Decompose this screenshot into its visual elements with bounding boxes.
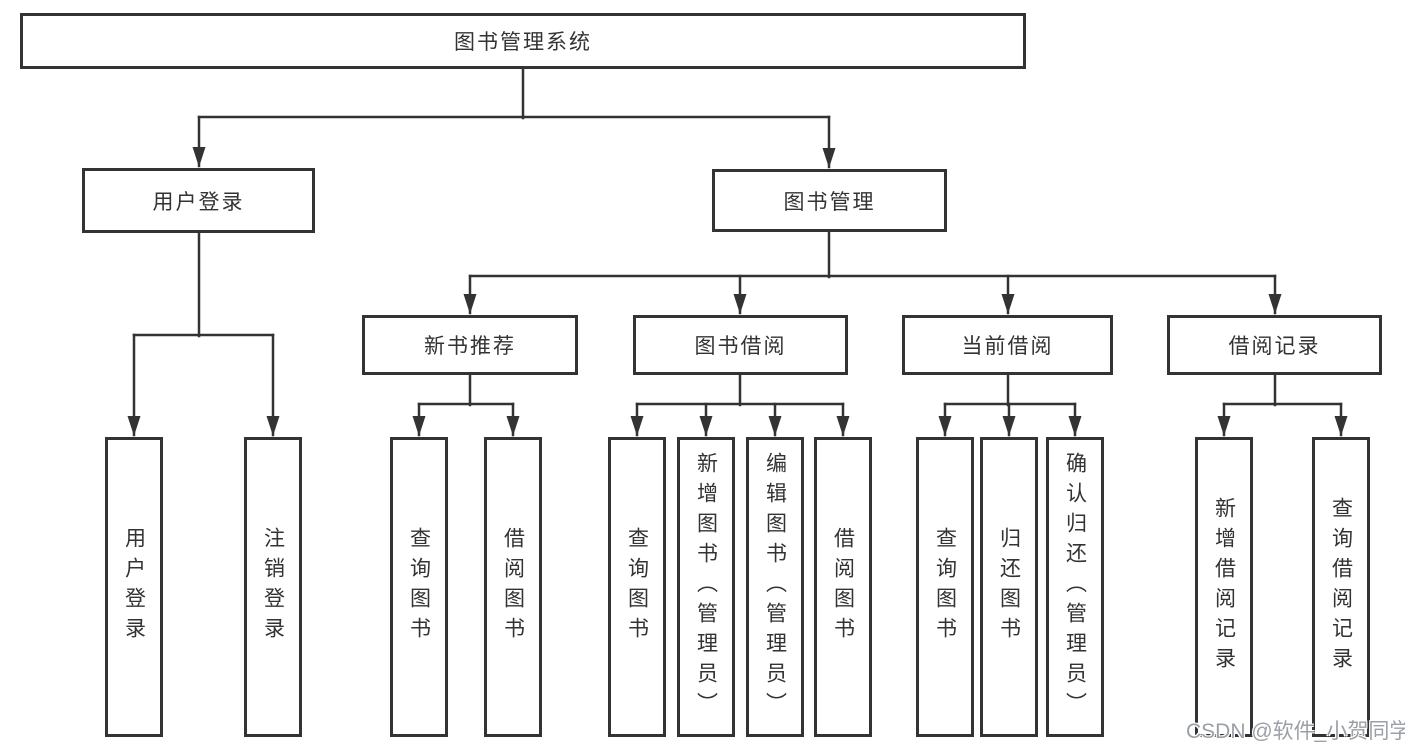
- leaf-borrow-books-recommend: 借阅图书: [484, 437, 542, 737]
- leaf-logout: 注销登录: [244, 437, 302, 737]
- node-label: 查询图书: [407, 527, 431, 647]
- node-label: 确认归还（管理员）: [1063, 452, 1087, 722]
- node-label: 借阅图书: [501, 527, 525, 647]
- leaf-add-borrow-record: 新增借阅记录: [1195, 437, 1253, 737]
- node-label: 编辑图书（管理员）: [763, 452, 787, 722]
- node-book-management: 图书管理: [712, 169, 947, 232]
- node-label: 当前借阅: [961, 335, 1054, 358]
- node-label: 用户登录: [152, 190, 245, 214]
- node-label: 查询图书: [625, 527, 649, 647]
- node-label: 用户登录: [122, 527, 146, 647]
- node-label: 新增图书（管理员）: [694, 452, 718, 722]
- parent-stubs: [197, 67, 1277, 407]
- leaf-confirm-return-admin: 确认归还（管理员）: [1046, 437, 1104, 737]
- arrow-drops: [127, 115, 1348, 437]
- node-user-login: 用户登录: [82, 168, 315, 233]
- node-label: 图书借阅: [694, 335, 787, 358]
- node-borrow-records: 借阅记录: [1167, 315, 1382, 375]
- node-label: 借阅图书: [831, 527, 855, 647]
- leaf-edit-books-admin: 编辑图书（管理员）: [746, 437, 804, 737]
- leaf-borrow-books: 借阅图书: [814, 437, 872, 737]
- leaf-query-borrow-record: 查询借阅记录: [1312, 437, 1370, 737]
- csdn-watermark: CSDN @软件_小贺同学: [1186, 720, 1405, 743]
- node-root-system: 图书管理系统: [20, 13, 1026, 69]
- node-label: 借阅记录: [1228, 335, 1321, 358]
- node-current-borrow: 当前借阅: [902, 315, 1113, 375]
- leaf-query-books-current: 查询图书: [916, 437, 974, 737]
- leaf-user-login: 用户登录: [105, 437, 163, 737]
- node-label: 注销登录: [261, 527, 285, 647]
- node-new-book-recommend: 新书推荐: [362, 315, 578, 375]
- leaf-return-books: 归还图书: [980, 437, 1038, 737]
- node-book-borrow: 图书借阅: [633, 315, 848, 375]
- node-label: 查询图书: [933, 527, 957, 647]
- node-label: 新书推荐: [424, 335, 516, 358]
- leaf-add-books-admin: 新增图书（管理员）: [677, 437, 735, 737]
- node-label: 新增借阅记录: [1212, 497, 1236, 677]
- node-label: 图书管理系统: [454, 31, 592, 54]
- node-label: 归还图书: [997, 527, 1021, 647]
- leaf-query-books-recommend: 查询图书: [390, 437, 448, 737]
- leaf-query-books-borrow: 查询图书: [608, 437, 666, 737]
- node-label: 图书管理: [783, 190, 876, 214]
- node-label: 查询借阅记录: [1329, 497, 1353, 677]
